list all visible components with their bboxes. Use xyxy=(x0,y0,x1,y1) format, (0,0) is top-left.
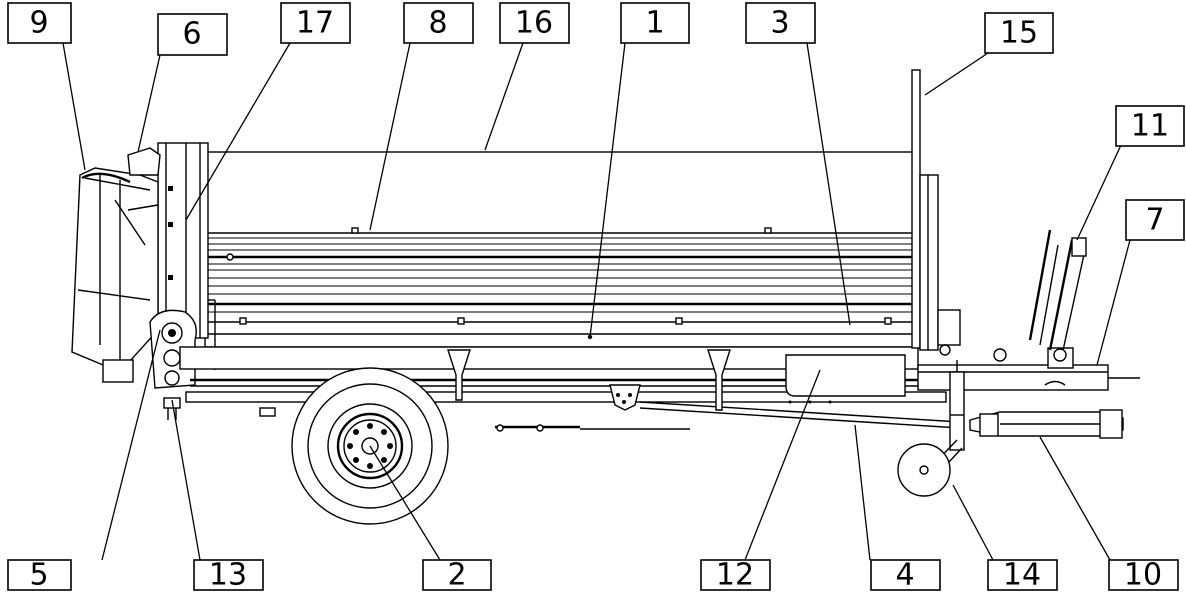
callout-1: 1 xyxy=(620,2,690,44)
callout-label-1: 1 xyxy=(645,6,664,41)
leader-14 xyxy=(952,484,994,561)
beater-assembly xyxy=(71,147,161,383)
callout-label-17: 17 xyxy=(296,6,334,41)
callout-label-4: 4 xyxy=(895,558,914,592)
callout-15: 15 xyxy=(984,12,1054,54)
callout-label-10: 10 xyxy=(1124,558,1162,592)
leader-13 xyxy=(171,399,201,561)
callout-label-3: 3 xyxy=(770,6,789,41)
pto-shaft xyxy=(969,409,1124,439)
leader-9 xyxy=(62,42,86,171)
hose-stand xyxy=(1028,229,1087,362)
hydraulic-tank xyxy=(785,354,906,404)
leader-5 xyxy=(101,329,161,561)
callout-12: 12 xyxy=(700,558,771,592)
callout-8: 8 xyxy=(403,2,474,44)
callout-label-6: 6 xyxy=(182,17,201,52)
callout-7: 7 xyxy=(1125,199,1185,241)
leader-4 xyxy=(854,424,871,561)
box-body xyxy=(200,151,916,348)
rear-frame xyxy=(157,142,216,370)
callout-11: 11 xyxy=(1115,105,1185,147)
callout-label-5: 5 xyxy=(29,558,48,592)
manure-spreader-drawing xyxy=(71,69,1140,525)
leader-8 xyxy=(369,42,411,231)
callout-6: 6 xyxy=(157,13,228,56)
callout-4: 4 xyxy=(870,558,941,592)
callout-9: 9 xyxy=(7,2,72,44)
jack-stand xyxy=(897,360,965,497)
callout-label-8: 8 xyxy=(428,6,447,41)
leader-16 xyxy=(484,42,524,151)
callout-16: 16 xyxy=(499,2,570,44)
callout-label-11: 11 xyxy=(1131,109,1169,144)
front-panel xyxy=(911,69,961,356)
leader-11 xyxy=(1076,144,1122,241)
callout-13: 13 xyxy=(193,558,264,592)
leader-lines xyxy=(62,42,1131,561)
callout-label-16: 16 xyxy=(515,6,553,41)
callout-label-9: 9 xyxy=(29,6,48,41)
callout-label-14: 14 xyxy=(1003,558,1041,592)
leader-1 xyxy=(589,42,626,338)
callouts: 9 6 17 8 16 1 3 15 xyxy=(7,2,1185,592)
leader-7 xyxy=(1096,239,1131,366)
callout-label-13: 13 xyxy=(209,558,247,592)
callout-14: 14 xyxy=(987,558,1058,592)
callout-label-7: 7 xyxy=(1145,203,1164,238)
leader-17 xyxy=(185,42,291,221)
callout-10: 10 xyxy=(1108,558,1179,592)
leader-10 xyxy=(1039,436,1111,561)
leader-15 xyxy=(924,52,989,96)
callout-3: 3 xyxy=(745,2,816,44)
callout-label-12: 12 xyxy=(716,558,754,592)
callout-label-15: 15 xyxy=(1000,16,1038,51)
callout-label-2: 2 xyxy=(447,558,466,592)
callout-17: 17 xyxy=(280,2,351,44)
callout-2: 2 xyxy=(422,558,492,592)
leader-6 xyxy=(137,54,161,153)
leader-2 xyxy=(369,445,441,561)
callout-5: 5 xyxy=(7,558,72,592)
leader-3 xyxy=(806,42,851,326)
leader-12 xyxy=(744,369,821,561)
